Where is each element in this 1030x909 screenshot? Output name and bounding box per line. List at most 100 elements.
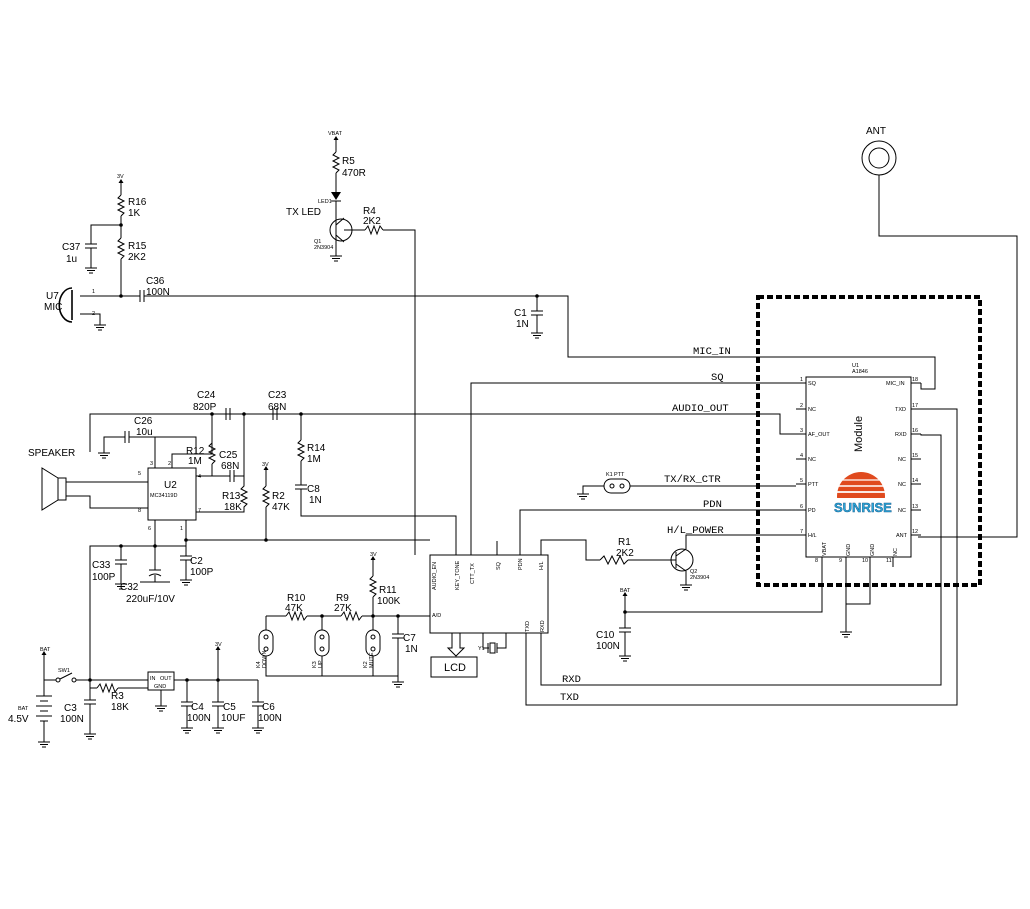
svg-text:UP: UP bbox=[318, 660, 324, 668]
svg-text:9: 9 bbox=[839, 558, 842, 564]
module-ic-body bbox=[805, 376, 912, 558]
svg-text:C25: C25 bbox=[219, 450, 238, 461]
svg-text:K3: K3 bbox=[312, 661, 318, 668]
module-dashed-border bbox=[756, 295, 982, 587]
svg-text:Y1: Y1 bbox=[478, 646, 485, 652]
module-part: A1846 bbox=[852, 369, 868, 375]
svg-text:1: 1 bbox=[92, 289, 95, 295]
svg-text:LED1: LED1 bbox=[318, 199, 332, 205]
svg-text:GND: GND bbox=[154, 684, 166, 690]
svg-text:K1: K1 bbox=[606, 472, 613, 478]
svg-text:VBAT: VBAT bbox=[328, 131, 343, 137]
svg-text:13: 13 bbox=[912, 504, 918, 510]
svg-text:10u: 10u bbox=[136, 427, 153, 438]
svg-text:2K2: 2K2 bbox=[616, 548, 634, 559]
svg-text:8: 8 bbox=[138, 508, 141, 514]
svg-text:R13: R13 bbox=[222, 491, 241, 502]
svg-text:820P: 820P bbox=[193, 402, 217, 413]
svg-text:100N: 100N bbox=[258, 713, 282, 724]
keypad: 3V R11 100K R10 47K R9 27K K4 DOWN K3 UP… bbox=[256, 552, 430, 688]
net-hl-power: H/L_POWER bbox=[667, 525, 724, 537]
svg-text:C37: C37 bbox=[62, 242, 81, 253]
svg-text:K4: K4 bbox=[256, 661, 262, 668]
svg-text:10: 10 bbox=[862, 558, 868, 564]
svg-text:14: 14 bbox=[912, 478, 918, 484]
svg-text:1u: 1u bbox=[66, 254, 77, 265]
net-tx-rx-ctr: TX/RX_CTR bbox=[664, 474, 721, 486]
svg-text:MC34119D: MC34119D bbox=[150, 493, 177, 499]
q2-transistor-icon bbox=[670, 548, 694, 572]
svg-text:C33: C33 bbox=[92, 560, 111, 571]
svg-text:SPEAKER: SPEAKER bbox=[28, 448, 75, 459]
logo-text: SUNRISE bbox=[834, 500, 892, 515]
svg-text:C8: C8 bbox=[307, 484, 320, 495]
svg-text:7: 7 bbox=[198, 508, 201, 514]
svg-text:100N: 100N bbox=[187, 713, 211, 724]
svg-text:18: 18 bbox=[912, 377, 918, 383]
svg-text:CTT_TX: CTT_TX bbox=[470, 563, 476, 584]
svg-text:6: 6 bbox=[148, 526, 151, 532]
svg-text:R9: R9 bbox=[336, 593, 349, 604]
led-icon bbox=[331, 192, 341, 200]
antenna-label: ANT bbox=[866, 126, 886, 137]
svg-text:7: 7 bbox=[800, 529, 803, 535]
net-audio-out: AUDIO_OUT bbox=[672, 403, 729, 415]
svg-text:MUTE: MUTE bbox=[369, 652, 375, 668]
svg-text:3: 3 bbox=[150, 461, 153, 467]
svg-text:C2: C2 bbox=[190, 556, 203, 567]
svg-text:2: 2 bbox=[168, 461, 171, 467]
sw1-icon bbox=[55, 677, 61, 683]
svg-text:5: 5 bbox=[800, 478, 803, 484]
sunrise-logo: SUNRISE bbox=[834, 472, 892, 515]
amp-supply-caps: C33 100P C32 220uF/10V C2 100P bbox=[89, 540, 214, 680]
svg-text:68N: 68N bbox=[221, 461, 239, 472]
svg-text:C24: C24 bbox=[197, 390, 216, 401]
svg-text:R4: R4 bbox=[363, 206, 376, 217]
svg-text:C6: C6 bbox=[262, 702, 275, 713]
battery-voltage: 4.5V bbox=[8, 714, 29, 725]
antenna: ANT bbox=[861, 126, 897, 176]
svg-text:IN: IN bbox=[150, 676, 156, 682]
svg-text:4: 4 bbox=[800, 453, 803, 459]
svg-text:15: 15 bbox=[912, 453, 918, 459]
net-mic-in: MIC_IN bbox=[693, 346, 731, 358]
svg-text:100P: 100P bbox=[92, 572, 116, 583]
svg-text:1N: 1N bbox=[516, 319, 529, 330]
svg-text:1K: 1K bbox=[128, 208, 141, 219]
svg-text:C4: C4 bbox=[191, 702, 204, 713]
ptt-button-icon bbox=[603, 478, 631, 494]
svg-text:16: 16 bbox=[912, 428, 918, 434]
svg-text:C23: C23 bbox=[268, 390, 287, 401]
svg-text:27K: 27K bbox=[334, 603, 352, 614]
svg-text:100K: 100K bbox=[377, 596, 401, 607]
k3-up-button-icon bbox=[314, 629, 330, 657]
pdn-wire bbox=[519, 509, 796, 555]
svg-text:NC: NC bbox=[898, 482, 906, 488]
svg-text:U7: U7 bbox=[46, 291, 59, 302]
speaker-icon bbox=[57, 477, 67, 501]
svg-text:ANT: ANT bbox=[896, 533, 908, 539]
net-sq: SQ bbox=[711, 372, 724, 384]
mcu: AUDIO_EN KEY_TONE CTT_TX SQ PDN H/L A/D … bbox=[429, 408, 958, 706]
sq-wire bbox=[470, 382, 796, 555]
svg-text:1N: 1N bbox=[405, 644, 418, 655]
svg-text:Q1: Q1 bbox=[314, 239, 321, 245]
module-ref: U1 bbox=[852, 363, 859, 369]
svg-text:Q2: Q2 bbox=[690, 569, 697, 575]
tx-led-driver: VBAT R5 470R LED1 TX LED Q1 2N3904 R4 2K… bbox=[286, 131, 416, 555]
svg-text:H/L: H/L bbox=[539, 561, 545, 570]
svg-text:C32: C32 bbox=[120, 582, 139, 593]
svg-text:1N: 1N bbox=[309, 495, 322, 506]
svg-text:BAT: BAT bbox=[620, 588, 631, 594]
svg-text:47K: 47K bbox=[285, 603, 303, 614]
svg-text:PTT: PTT bbox=[614, 472, 625, 478]
svg-text:18K: 18K bbox=[224, 502, 242, 513]
svg-text:R11: R11 bbox=[379, 585, 397, 596]
net-txd: TXD bbox=[560, 692, 579, 704]
svg-text:OUT: OUT bbox=[160, 676, 172, 682]
hl-power-driver: R1 2K2 H/L_POWER Q2 2N3904 bbox=[599, 525, 796, 591]
